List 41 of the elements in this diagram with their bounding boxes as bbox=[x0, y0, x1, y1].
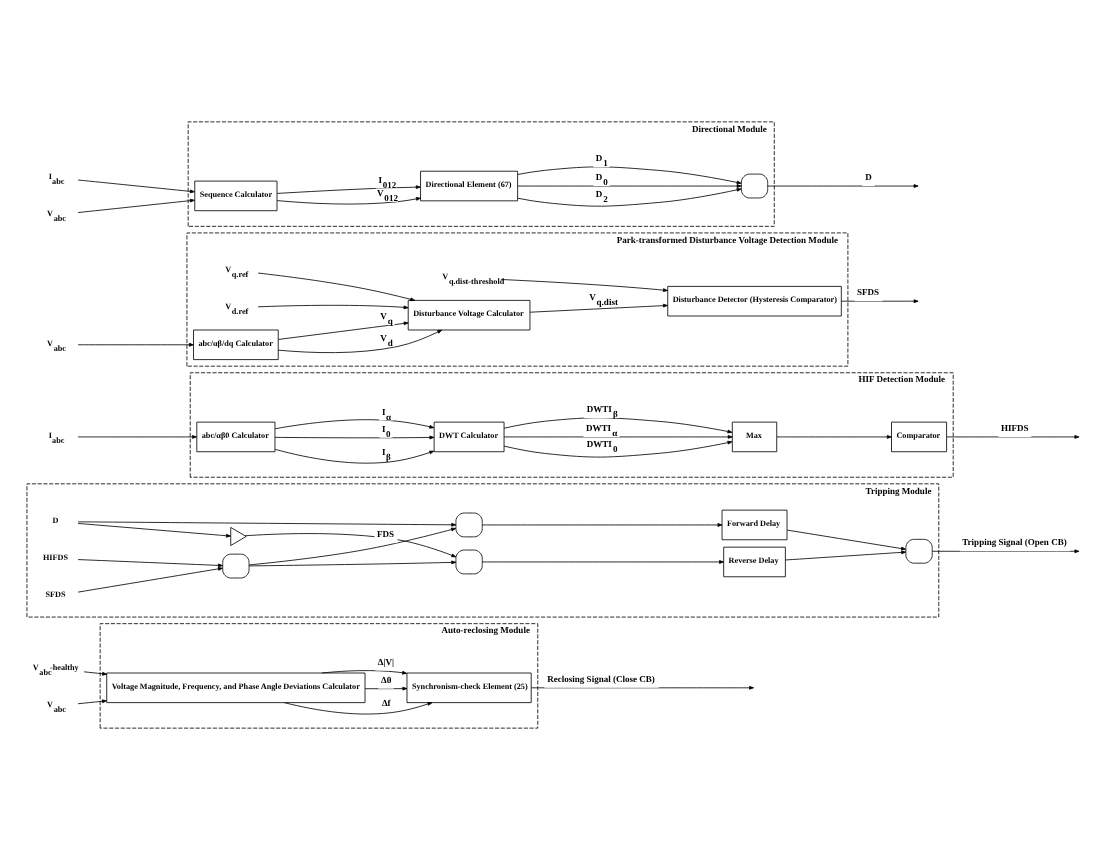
arrow bbox=[321, 670, 408, 675]
arrow bbox=[77, 435, 197, 439]
node-gate bbox=[455, 512, 483, 538]
arrow bbox=[257, 272, 416, 302]
arrow bbox=[500, 279, 668, 292]
node-gate bbox=[455, 549, 483, 575]
arrow bbox=[274, 435, 435, 440]
arrow bbox=[77, 559, 223, 568]
arrow bbox=[77, 179, 195, 194]
arrow bbox=[529, 303, 668, 313]
arrow bbox=[277, 321, 409, 340]
arrow bbox=[482, 523, 723, 527]
arrow bbox=[503, 435, 733, 439]
arrow bbox=[77, 699, 107, 705]
arrow bbox=[83, 671, 108, 676]
arrow bbox=[276, 185, 421, 194]
node-gate bbox=[740, 173, 769, 199]
arrow bbox=[786, 529, 906, 551]
arrow bbox=[77, 342, 194, 347]
arrow bbox=[77, 198, 195, 213]
arrow bbox=[767, 184, 919, 188]
arrow bbox=[840, 299, 919, 304]
arrow bbox=[931, 549, 1080, 554]
arrow bbox=[276, 197, 421, 205]
arrow bbox=[257, 304, 409, 310]
arrow bbox=[77, 523, 231, 538]
arrow bbox=[248, 560, 457, 567]
arrow bbox=[785, 550, 907, 561]
arrow bbox=[503, 417, 733, 434]
arrow bbox=[946, 435, 1080, 439]
arrow bbox=[77, 567, 223, 593]
arrow bbox=[482, 560, 725, 564]
node-gate bbox=[222, 553, 250, 579]
arrow bbox=[517, 184, 742, 188]
node-triangle bbox=[230, 527, 247, 546]
arrow bbox=[274, 419, 435, 430]
arrow bbox=[364, 686, 408, 691]
node-gate bbox=[905, 538, 933, 564]
arrow bbox=[244, 533, 457, 558]
arrow bbox=[77, 521, 457, 527]
arrow bbox=[776, 435, 892, 439]
